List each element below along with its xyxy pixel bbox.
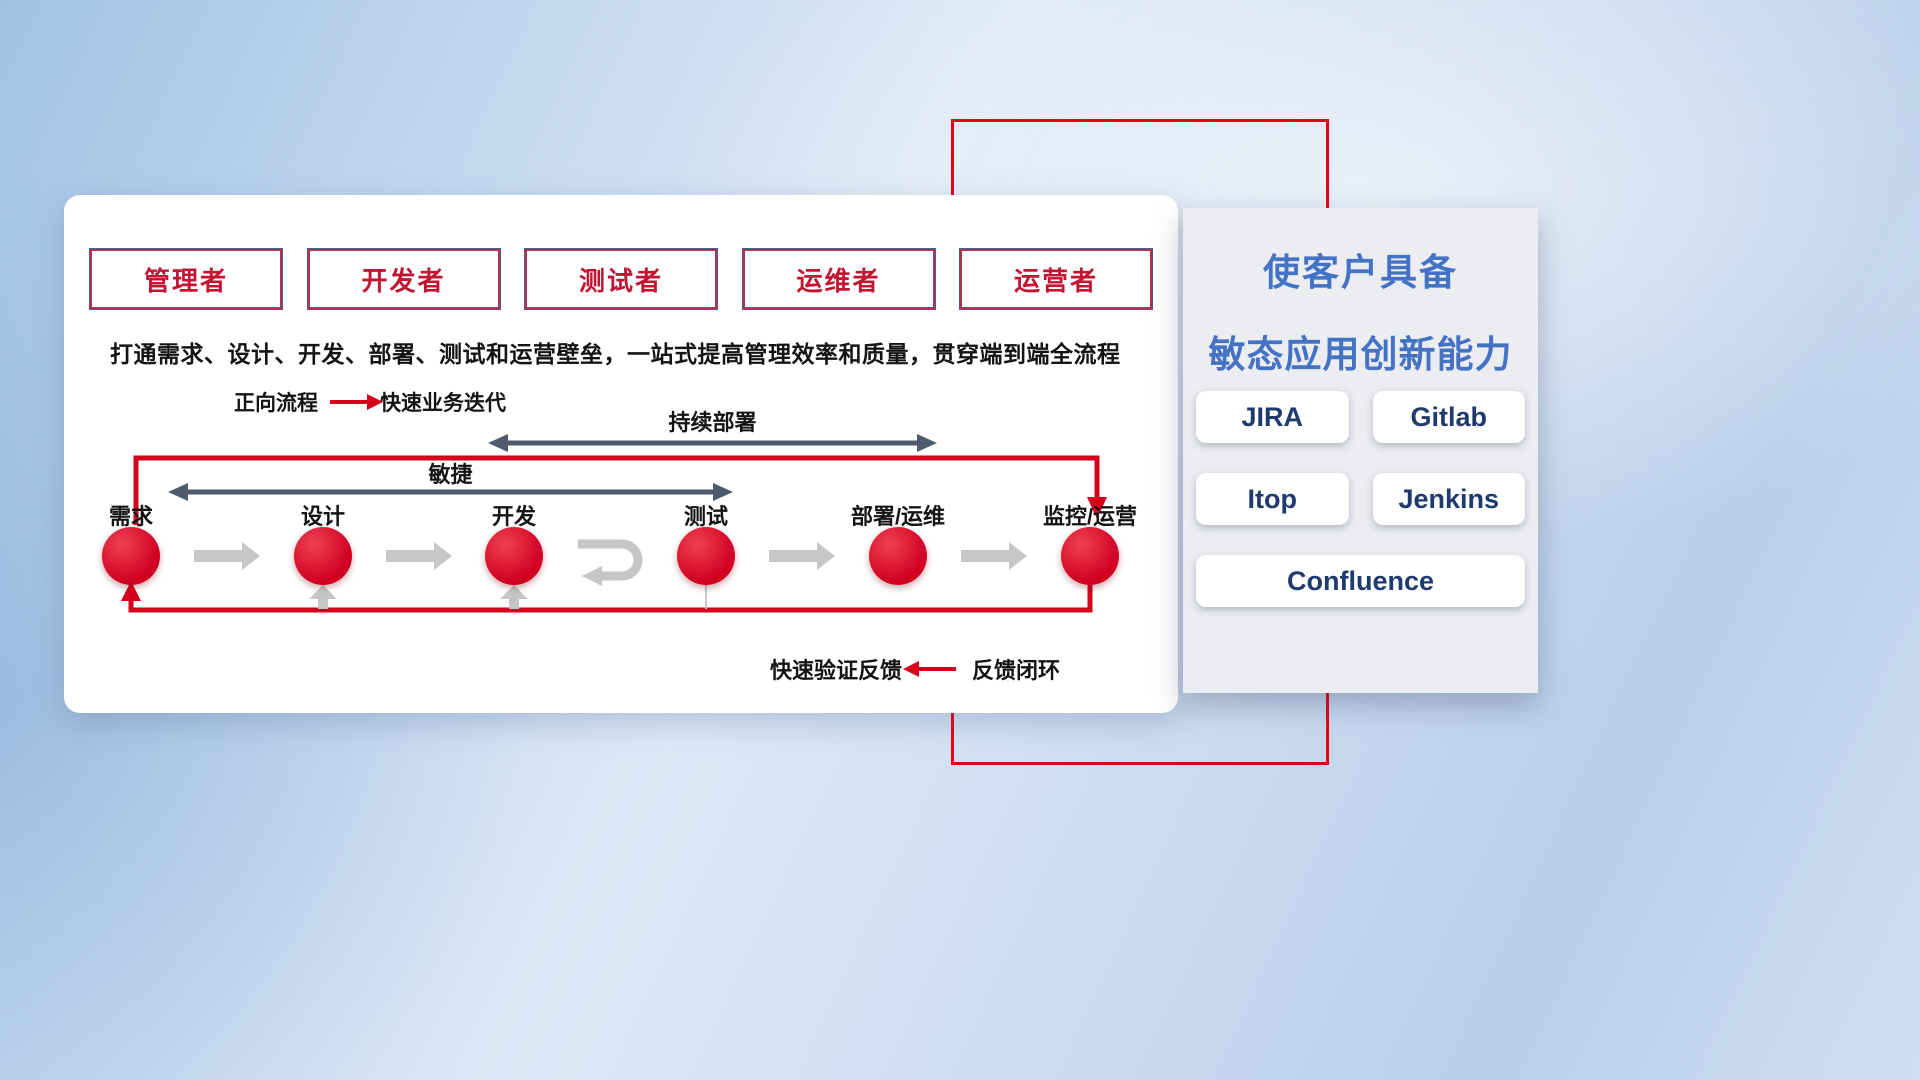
feedback-legend-desc: 快速验证反馈: [770, 658, 903, 683]
flow-node: 需求: [61, 499, 201, 585]
flow-node-circle: [485, 527, 543, 585]
tool-chip: Confluence: [1196, 555, 1525, 607]
role-box: 运营者: [959, 248, 1153, 310]
flow-node-label: 需求: [108, 504, 153, 529]
devops-flow-card: 管理者 开发者 测试者 运维者 运营者 打通需求、设计、开发、部署、测试和运营壁…: [64, 195, 1178, 713]
flow-node: 开发: [444, 499, 584, 585]
step-arrow-icon: [769, 542, 835, 570]
tool-chip: JIRA: [1196, 391, 1349, 443]
forward-legend-desc: 快速业务迭代: [380, 392, 506, 415]
forward-arrow-icon: [330, 394, 383, 410]
flow-node: 部署/运维: [828, 499, 968, 585]
flow-node-label: 开发: [491, 504, 536, 529]
feedback-up-arrow-icon: [500, 585, 528, 609]
feedback-legend-label: 反馈闭环: [972, 658, 1061, 683]
iteration-loop-icon: [578, 539, 643, 581]
tool-chip-grid: JIRA Gitlab Itop Jenkins Confluence: [1196, 391, 1525, 607]
tool-chip: Gitlab: [1372, 391, 1525, 443]
step-arrow-icon: [961, 542, 1027, 570]
feedback-loop-line: [128, 585, 1093, 613]
feedback-arrow-icon: [903, 661, 957, 677]
role-box: 测试者: [524, 248, 718, 310]
role-label: 测试者: [578, 265, 663, 296]
panel-title-line1: 使客户具备: [1263, 252, 1458, 293]
feedback-legend: 快速验证反馈 反馈闭环: [770, 653, 1060, 685]
flow-node-circle: [102, 527, 160, 585]
role-label: 运维者: [796, 265, 881, 296]
tool-chip: Jenkins: [1372, 473, 1525, 525]
flow-node-label: 监控/运营: [1042, 504, 1138, 529]
role-label: 运营者: [1013, 265, 1098, 296]
role-box: 开发者: [306, 248, 501, 310]
tool-chip: Itop: [1196, 473, 1349, 525]
role-label: 管理者: [143, 265, 228, 296]
role-label: 开发者: [361, 265, 446, 296]
flow-node-circle: [294, 527, 352, 585]
benefit-panel: 使客户具备 敏态应用创新能力 JIRA Gitlab Itop Jenkins …: [1183, 208, 1538, 693]
flow-node-circle: [869, 527, 927, 585]
flow-node-circle: [1061, 527, 1119, 585]
role-boxes-row: 管理者 开发者 测试者 运维者 运营者: [89, 248, 1153, 310]
step-arrow-icon: [194, 542, 260, 570]
forward-flow-legend: 正向流程 快速业务迭代: [234, 387, 506, 417]
flow-node: 设计: [253, 499, 393, 585]
panel-title-line2: 敏态应用创新能力: [1208, 334, 1513, 375]
flow-subtitle: 打通需求、设计、开发、部署、测试和运营壁垒，一站式提高管理效率和质量，贯穿端到端…: [110, 341, 1121, 367]
flow-node: 测试: [636, 499, 776, 585]
flow-node-label: 设计: [300, 504, 345, 529]
flow-node: 监控/运营: [1020, 499, 1160, 585]
iteration-loop-arrowhead-icon: [582, 566, 602, 586]
forward-legend-label: 正向流程: [234, 392, 318, 415]
feedback-up-arrow-icon: [309, 585, 337, 609]
step-arrow-icon: [386, 542, 452, 570]
flow-node-circle: [677, 527, 735, 585]
role-box: 管理者: [89, 248, 283, 310]
flow-node-label: 测试: [683, 504, 728, 529]
flow-node-label: 部署/运维: [850, 504, 946, 529]
continuous-deploy-label: 持续部署: [668, 410, 757, 435]
role-box: 运维者: [741, 248, 936, 310]
agile-label: 敏捷: [428, 462, 473, 487]
